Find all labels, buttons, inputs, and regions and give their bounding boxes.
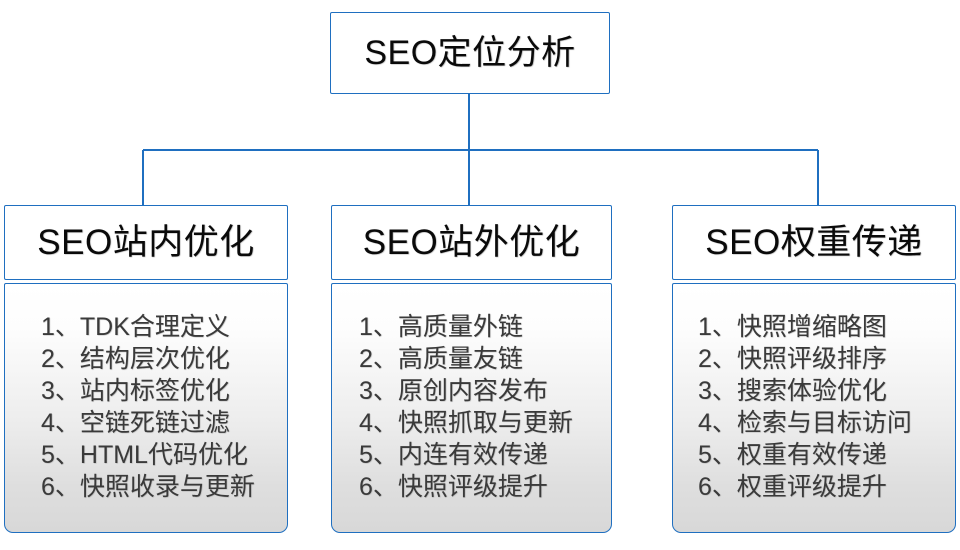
branch-header-weight-transfer[interactable]: SEO权重传递 xyxy=(672,205,956,280)
list-item: 1、快照增缩略图 xyxy=(698,313,887,341)
branch-item-list: 1、TDK合理定义 2、结构层次优化 3、站内标签优化 4、空链死链过滤 5、H… xyxy=(5,311,287,503)
branch-header-label: SEO站内优化 xyxy=(37,223,255,262)
branch-list-weight-transfer: 1、快照增缩略图 2、快照评级排序 3、搜索体验优化 4、检索与目标访问 5、权… xyxy=(672,283,956,533)
branch-header-offsite[interactable]: SEO站外优化 xyxy=(331,205,612,280)
list-item: 6、快照收录与更新 xyxy=(41,473,255,501)
list-item: 5、HTML代码优化 xyxy=(41,441,248,469)
list-item: 6、快照评级提升 xyxy=(359,473,548,501)
branch-item-list: 1、高质量外链 2、高质量友链 3、原创内容发布 4、快照抓取与更新 5、内连有… xyxy=(332,311,611,503)
list-item: 3、站内标签优化 xyxy=(41,377,230,405)
branch-header-onsite[interactable]: SEO站内优化 xyxy=(4,205,288,280)
branch-column-onsite: SEO站内优化 1、TDK合理定义 2、结构层次优化 3、站内标签优化 4、空链… xyxy=(4,205,288,533)
branch-header-label: SEO权重传递 xyxy=(705,223,923,262)
list-item: 1、高质量外链 xyxy=(359,313,523,341)
list-item: 4、检索与目标访问 xyxy=(698,409,912,437)
list-item: 3、原创内容发布 xyxy=(359,377,548,405)
branch-item-list: 1、快照增缩略图 2、快照评级排序 3、搜索体验优化 4、检索与目标访问 5、权… xyxy=(673,311,955,503)
list-item: 4、快照抓取与更新 xyxy=(359,409,573,437)
branch-column-offsite: SEO站外优化 1、高质量外链 2、高质量友链 3、原创内容发布 4、快照抓取与… xyxy=(331,205,612,533)
branch-list-onsite: 1、TDK合理定义 2、结构层次优化 3、站内标签优化 4、空链死链过滤 5、H… xyxy=(4,283,288,533)
list-item: 4、空链死链过滤 xyxy=(41,409,230,437)
list-item: 6、权重评级提升 xyxy=(698,473,887,501)
list-item: 1、TDK合理定义 xyxy=(41,313,230,341)
list-item: 2、快照评级排序 xyxy=(698,345,887,373)
branch-header-label: SEO站外优化 xyxy=(362,223,581,262)
list-item: 2、高质量友链 xyxy=(359,345,523,373)
list-item: 2、结构层次优化 xyxy=(41,345,230,373)
root-node-seo-positioning-analysis[interactable]: SEO定位分析 xyxy=(330,12,610,94)
branch-column-weight-transfer: SEO权重传递 1、快照增缩略图 2、快照评级排序 3、搜索体验优化 4、检索与… xyxy=(672,205,956,533)
list-item: 5、权重有效传递 xyxy=(698,441,887,469)
list-item: 3、搜索体验优化 xyxy=(698,377,887,405)
branch-list-offsite: 1、高质量外链 2、高质量友链 3、原创内容发布 4、快照抓取与更新 5、内连有… xyxy=(331,283,612,533)
list-item: 5、内连有效传递 xyxy=(359,441,548,469)
root-node-label: SEO定位分析 xyxy=(364,34,576,72)
